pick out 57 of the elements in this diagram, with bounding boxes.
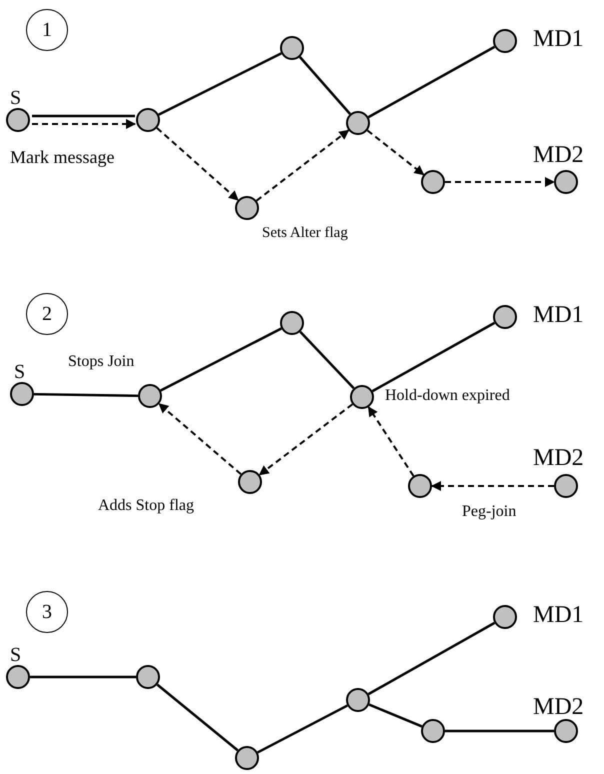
router-node (554, 474, 578, 498)
dashed-arrow (32, 119, 136, 129)
link-line (299, 56, 351, 115)
router-node (138, 384, 162, 408)
router-node (408, 474, 432, 498)
node-label: Sets Alter flag (262, 224, 348, 243)
link-line (158, 52, 282, 116)
router-node (421, 170, 445, 194)
dashed-arrow (158, 403, 242, 475)
link-line (32, 114, 135, 118)
link-line (445, 730, 554, 732)
link-line (368, 703, 422, 728)
node-label: MD2 (533, 141, 584, 170)
link-line (257, 704, 348, 754)
node-label: MD2 (533, 693, 584, 722)
node-label: Adds Stop flag (98, 496, 194, 516)
node-label: S (10, 86, 22, 111)
router-node (493, 29, 517, 53)
router-node (280, 311, 304, 335)
router-node (350, 385, 374, 409)
node-label: Stops Join (68, 352, 134, 372)
router-node (346, 688, 370, 712)
router-node (136, 108, 160, 132)
node-label: MD1 (533, 25, 584, 54)
dashed-arrow (258, 403, 354, 476)
router-node (235, 196, 259, 220)
router-node (346, 111, 370, 135)
node-label: S (14, 360, 26, 385)
dashed-arrow (366, 130, 424, 176)
node-label: MD1 (533, 301, 584, 330)
router-node (493, 605, 517, 629)
dashed-arrow (156, 127, 239, 201)
dashed-arrow (445, 177, 555, 187)
router-node (6, 108, 30, 132)
router-node (238, 470, 262, 494)
node-label: S (10, 643, 22, 668)
dashed-arrow (256, 130, 350, 202)
router-node (6, 665, 30, 689)
router-node (554, 719, 578, 743)
dashed-arrow (431, 481, 554, 491)
link-line (156, 684, 238, 752)
link-line (30, 676, 136, 678)
router-node (10, 382, 34, 406)
router-node (493, 305, 517, 329)
router-node (554, 170, 578, 194)
edge-label: Peg-join (462, 502, 516, 522)
node-label: MD2 (533, 444, 584, 473)
router-node (421, 719, 445, 743)
node-label: Hold-down expired (385, 386, 510, 406)
link-line (160, 327, 282, 392)
link-line (34, 392, 138, 398)
router-node (235, 746, 259, 770)
node-label: MD1 (533, 601, 584, 630)
router-node (280, 36, 304, 60)
router-node (136, 665, 160, 689)
link-line (368, 622, 496, 696)
link-line (299, 330, 355, 390)
